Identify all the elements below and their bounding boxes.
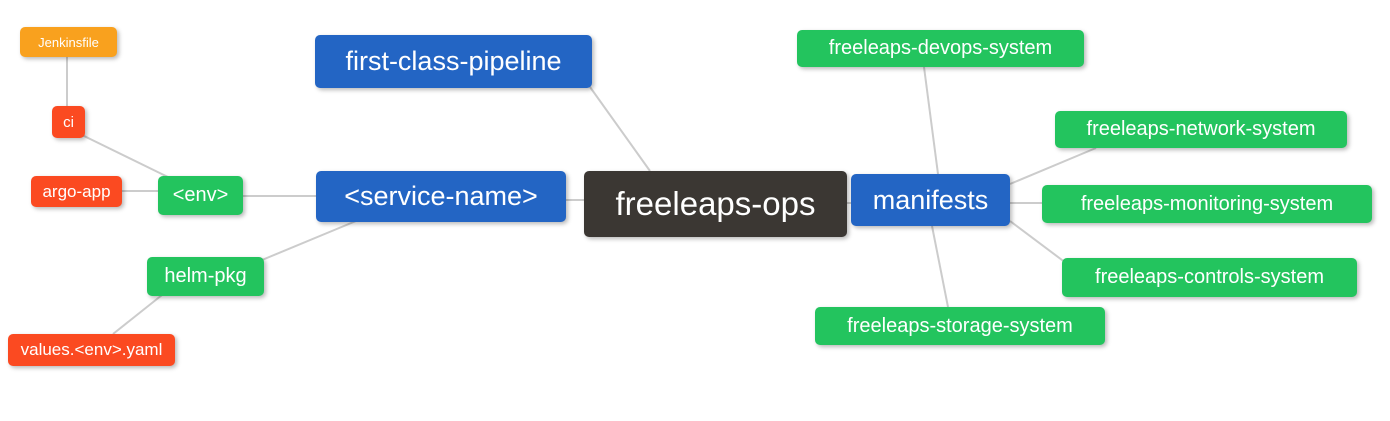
node-freeleaps-devops-system[interactable]: freeleaps-devops-system <box>797 30 1084 67</box>
node-freeleaps-storage-system[interactable]: freeleaps-storage-system <box>815 307 1105 345</box>
node-first-class-pipeline[interactable]: first-class-pipeline <box>315 35 592 88</box>
node-argo-app[interactable]: argo-app <box>31 176 122 207</box>
node-freeleaps-network-system[interactable]: freeleaps-network-system <box>1055 111 1347 148</box>
node-service-name[interactable]: <service-name> <box>316 171 566 222</box>
node-env[interactable]: <env> <box>158 176 243 215</box>
node-helm-pkg[interactable]: helm-pkg <box>147 257 264 296</box>
node-freeleaps-controls-system[interactable]: freeleaps-controls-system <box>1062 258 1357 297</box>
edge-manifests-storage <box>931 225 949 308</box>
edge-values-helmpkg <box>112 294 163 335</box>
node-jenkinsfile[interactable]: Jenkinsfile <box>20 27 117 57</box>
edge-pipeline-freeleapsops <box>589 86 651 172</box>
edge-manifests-controls <box>1009 220 1067 264</box>
node-freeleaps-ops-root[interactable]: freeleaps-ops <box>584 171 847 237</box>
node-freeleaps-monitoring-system[interactable]: freeleaps-monitoring-system <box>1042 185 1372 223</box>
node-ci[interactable]: ci <box>52 106 85 138</box>
node-values-env-yaml[interactable]: values.<env>.yaml <box>8 334 175 366</box>
node-manifests[interactable]: manifests <box>851 174 1010 226</box>
edge-manifests-network <box>1009 147 1097 185</box>
edge-manifests-devops <box>923 66 939 175</box>
edge-helmpkg-servicename <box>261 220 357 261</box>
edge-ci-env <box>81 134 173 180</box>
